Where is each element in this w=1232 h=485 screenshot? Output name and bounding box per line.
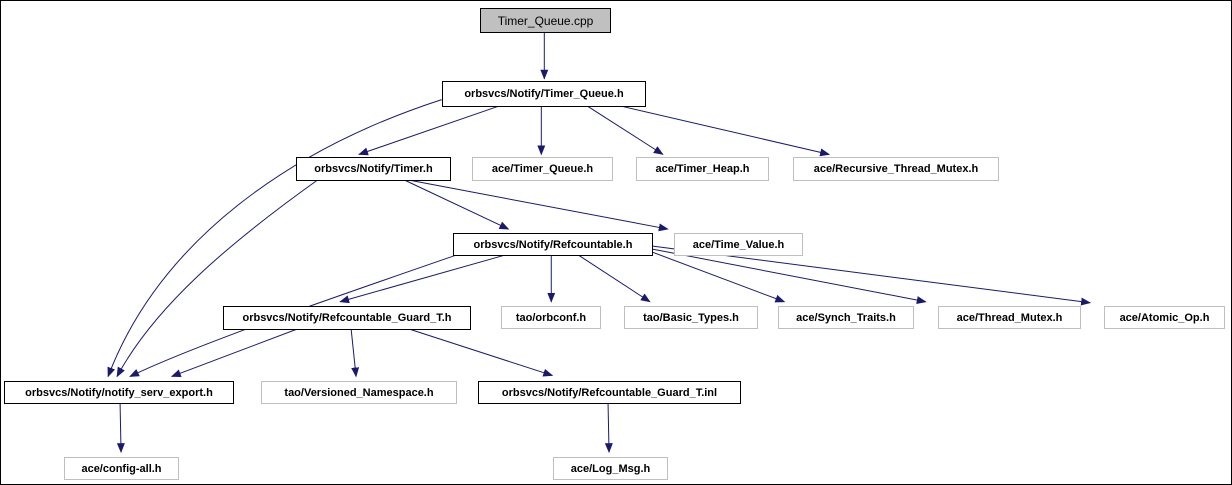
node-label: ace/config-all.h — [81, 462, 162, 475]
graph-node-notify_refcountable_h[interactable]: orbsvcs/Notify/Refcountable.h — [453, 233, 653, 256]
graph-node-ace_time_value_h[interactable]: ace/Time_Value.h — [674, 233, 803, 256]
node-label: ace/Time_Value.h — [692, 238, 785, 251]
edge-notify_refcountable_h-to-notify_refcountable_guard_t_h — [339, 254, 506, 304]
node-label: orbsvcs/Notify/Timer_Queue.h — [464, 88, 624, 100]
node-label: Timer_Queue.cpp — [497, 13, 594, 28]
node-label: ace/Timer_Heap.h — [655, 163, 750, 175]
node-label: orbsvcs/Notify/Timer.h — [314, 163, 433, 175]
graph-node-ace_timer_queue_h[interactable]: ace/Timer_Queue.h — [472, 157, 613, 181]
graph-node-notify_timer_queue_h[interactable]: orbsvcs/Notify/Timer_Queue.h — [442, 81, 646, 107]
graph-node-ace_config_all_h[interactable]: ace/config-all.h — [64, 457, 179, 480]
graph-node-notify_serv_export_h[interactable]: orbsvcs/Notify/notify_serv_export.h — [4, 381, 234, 404]
node-label: ace/Thread_Mutex.h — [956, 311, 1063, 324]
node-label: ace/Log_Msg.h — [570, 462, 651, 475]
node-label: orbsvcs/Notify/notify_serv_export.h — [25, 386, 213, 399]
node-label: orbsvcs/Notify/Refcountable_Guard_T.inl — [501, 386, 718, 399]
node-label: tao/Versioned_Namespace.h — [284, 386, 434, 399]
edge-notify_refcountable_h-to-ace_thread_mutex_h — [651, 248, 927, 304]
edge-notify_refcountable_guard_t_inl-to-ace_log_msg_h — [604, 402, 613, 454]
graph-node-tao_basic_types_h[interactable]: tao/Basic_Types.h — [624, 306, 758, 329]
edge-notify_timer_queue_h-to-notify_timer_h — [358, 106, 498, 156]
edge-notify_timer_queue_h-to-ace_recursive_thread_mutex_h — [622, 106, 831, 157]
graph-node-ace_thread_mutex_h[interactable]: ace/Thread_Mutex.h — [938, 306, 1081, 329]
graph-node-tao_versioned_namespace_h[interactable]: tao/Versioned_Namespace.h — [261, 381, 457, 404]
edge-notify_timer_h-to-notify_refcountable_h — [404, 179, 510, 230]
graph-node-ace_timer_heap_h[interactable]: ace/Timer_Heap.h — [636, 157, 769, 181]
graph-node-timer_queue_cpp[interactable]: Timer_Queue.cpp — [480, 8, 611, 33]
edge-notify_refcountable_guard_t_h-to-tao_versioned_namespace_h — [350, 328, 360, 378]
node-label: ace/Timer_Queue.h — [491, 163, 594, 175]
edge-notify_refcountable_h-to-tao_basic_types_h — [577, 254, 651, 303]
edge-notify_refcountable_guard_t_h-to-notify_refcountable_guard_t_inl — [407, 328, 554, 377]
node-label: ace/Atomic_Op.h — [1119, 311, 1210, 324]
graph-node-ace_recursive_thread_mutex_h[interactable]: ace/Recursive_Thread_Mutex.h — [793, 157, 999, 181]
node-label: tao/Basic_Types.h — [643, 311, 739, 324]
graph-node-notify_timer_h[interactable]: orbsvcs/Notify/Timer.h — [296, 157, 451, 181]
edge-notify_refcountable_guard_t_h-to-notify_serv_export_h — [170, 328, 299, 378]
graph-node-ace_log_msg_h[interactable]: ace/Log_Msg.h — [553, 457, 668, 480]
graph-node-notify_refcountable_guard_t_h[interactable]: orbsvcs/Notify/Refcountable_Guard_T.h — [223, 306, 471, 330]
node-label: ace/Synch_Traits.h — [796, 311, 896, 324]
edge-notify_refcountable_h-to-ace_synch_traits_h — [651, 251, 786, 303]
node-label: orbsvcs/Notify/Refcountable.h — [473, 238, 633, 251]
edge-notify_timer_queue_h-to-ace_timer_heap_h — [587, 106, 664, 155]
edge-notify_timer_h-to-ace_time_value_h — [409, 179, 669, 232]
edge-notify_serv_export_h-to-ace_config_all_h — [116, 402, 125, 454]
graph-node-ace_atomic_op_h[interactable]: ace/Atomic_Op.h — [1104, 306, 1225, 329]
edge-notify_timer_h-to-notify_serv_export_h — [116, 179, 318, 378]
edge-notify_timer_queue_h-to-notify_serv_export_h — [107, 99, 442, 378]
graph-node-notify_refcountable_guard_t_inl[interactable]: orbsvcs/Notify/Refcountable_Guard_T.inl — [478, 381, 741, 404]
node-label: orbsvcs/Notify/Refcountable_Guard_T.h — [242, 312, 452, 324]
node-label: ace/Recursive_Thread_Mutex.h — [813, 163, 979, 175]
graph-node-tao_orbconf_h[interactable]: tao/orbconf.h — [501, 306, 601, 329]
graph-node-ace_synch_traits_h[interactable]: ace/Synch_Traits.h — [778, 306, 914, 329]
node-label: tao/orbconf.h — [515, 311, 587, 324]
